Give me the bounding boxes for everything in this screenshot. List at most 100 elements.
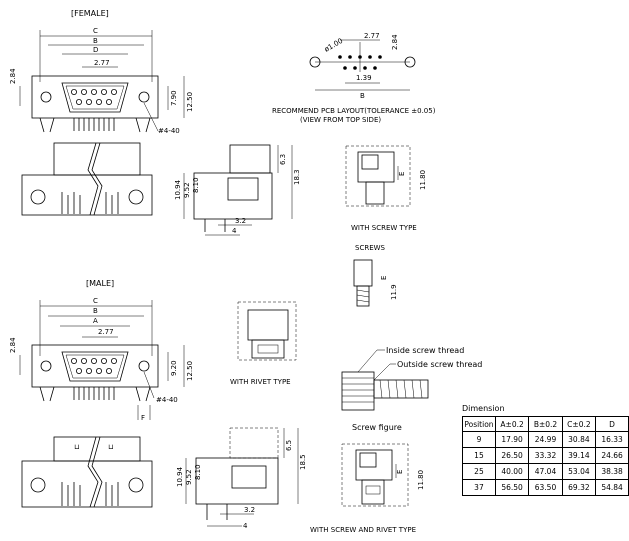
table-header-row: Position A±0.2 B±0.2 C±0.2 D [462, 416, 629, 432]
pcb-dim-b: B [360, 92, 365, 100]
screw-type-view: E 11.80 WITH SCREW TYPE [345, 145, 427, 232]
table-cell: 16.33 [595, 431, 629, 448]
table-cell: 33.32 [528, 447, 563, 464]
table-cell: 39.14 [561, 447, 597, 464]
table-cell: 9 [462, 431, 496, 448]
screws-outside-label: Outside screw thread [397, 360, 482, 369]
table-cell: 56.50 [494, 479, 530, 496]
table-cell: 17.90 [494, 431, 530, 448]
table-header: A±0.2 [494, 416, 530, 432]
screw-type-h: 11.80 [419, 170, 427, 190]
pcb-subtitle: (VIEW FROM TOP SIDE) [300, 116, 381, 124]
table-cell: 69.32 [561, 479, 597, 496]
male-bottom-mark-left: ⊔ [74, 443, 79, 451]
table-cell: 54.84 [595, 479, 629, 496]
female-side-view: 10.94 9.52 8.10 6.3 18.3 3.2 4 [174, 144, 301, 236]
female-dim-790: 7.90 [170, 90, 178, 106]
female-dim-b: B [93, 37, 98, 45]
female-dim-c: C [93, 27, 98, 35]
screw-type-label: WITH SCREW TYPE [351, 224, 417, 232]
screw-rivet-type-view: E 11.80 WITH SCREW AND RIVET TYPE [310, 443, 425, 534]
female-dim-284: 2.84 [9, 68, 17, 84]
screw-rivet-e: E [396, 470, 404, 474]
male-dim-284: 2.84 [9, 337, 17, 353]
table-cell: 30.84 [561, 431, 597, 448]
screws-detail: SCREWS E 11.9 Inside screw thread Outsid… [341, 244, 482, 432]
screws-h: 11.9 [390, 284, 398, 300]
male-side-view: 10.94 9.52 8.10 6.5 18.5 3.2 4 [176, 427, 307, 530]
male-side-65: 6.5 [285, 440, 293, 451]
table-cell: 26.50 [494, 447, 530, 464]
male-dim-pitch: 2.77 [98, 328, 114, 336]
rivet-type-label: WITH RIVET TYPE [230, 378, 291, 386]
pcb-dim-pitch: 2.77 [364, 32, 380, 40]
female-screw-label: #4-40 [158, 127, 180, 135]
male-side-810: 8.10 [194, 464, 202, 480]
male-side-1094: 10.94 [176, 466, 184, 487]
female-front-view: [FEMALE] C B D 2.77 2.84 7.90 [9, 9, 194, 135]
male-side-185: 18.5 [299, 454, 307, 470]
female-bottom-view [21, 142, 153, 216]
female-pin-holes [71, 89, 118, 106]
female-side-4: 4 [232, 227, 237, 235]
female-dim-1250: 12.50 [186, 92, 194, 112]
screws-figure-label: Screw figure [352, 423, 402, 432]
male-bottom-mark-right: ⊔ [108, 443, 113, 451]
female-side-810: 8.10 [192, 177, 200, 193]
table-cell: 47.04 [528, 463, 563, 480]
male-side-952: 9.52 [185, 469, 193, 485]
male-side-4: 4 [243, 522, 248, 530]
male-dim-b: B [93, 307, 98, 315]
table-header: C±0.2 [561, 416, 597, 432]
screws-title: SCREWS [355, 244, 386, 252]
screw-type-e: E [398, 172, 406, 176]
table-cell: 25 [462, 463, 496, 480]
screw-rivet-h: 11.80 [417, 470, 425, 490]
female-side-183: 18.3 [293, 169, 301, 185]
table-cell: 40.00 [494, 463, 530, 480]
male-dim-c: C [93, 297, 98, 305]
female-title: [FEMALE] [71, 9, 109, 18]
female-side-32: 3.2 [235, 217, 246, 225]
male-dim-a: A [93, 317, 98, 325]
screws-e: E [380, 276, 388, 280]
male-dim-f: F [141, 414, 145, 422]
male-front-view: [MALE] C B A 2.77 2.84 9.20 12.50 #4-40 [9, 279, 194, 422]
pcb-dim-row: 2.84 [391, 34, 399, 50]
pcb-dim-hole: ø1.00 [323, 37, 344, 54]
screw-rivet-label: WITH SCREW AND RIVET TYPE [310, 526, 416, 534]
female-dim-d: D [93, 46, 98, 54]
table-cell: 63.50 [528, 479, 563, 496]
table-header: B±0.2 [528, 416, 563, 432]
female-side-952: 9.52 [183, 182, 191, 198]
table-header: D [595, 416, 629, 432]
pcb-dim-offset: 1.39 [356, 74, 372, 82]
female-dim-pitch: 2.77 [94, 59, 110, 67]
table-cell: 24.99 [528, 431, 563, 448]
male-dim-920: 9.20 [170, 360, 178, 376]
screws-inside-label: Inside screw thread [386, 346, 464, 355]
female-side-63: 6.3 [279, 154, 287, 165]
male-side-32: 3.2 [244, 506, 255, 514]
male-screw-label: #4-40 [156, 396, 178, 404]
table-cell: 24.66 [595, 447, 629, 464]
pcb-layout: 2.77 ø1.00 2.84 1.39 B RECOMMEND PCB LAY… [272, 32, 436, 124]
male-bottom-view: ⊔ ⊔ [21, 436, 153, 508]
table-cell: 38.38 [595, 463, 629, 480]
male-pins [71, 357, 118, 374]
pcb-title: RECOMMEND PCB LAYOUT(TOLERANCE ±0.05) [272, 107, 436, 115]
male-title: [MALE] [86, 279, 114, 288]
table-cell: 37 [462, 479, 496, 496]
male-dim-1250: 12.50 [186, 361, 194, 381]
table-cell: 15 [462, 447, 496, 464]
female-side-1094: 10.94 [174, 179, 182, 200]
table-header: Position [462, 416, 496, 432]
table-cell: 53.04 [561, 463, 597, 480]
table-title: Dimension [462, 404, 505, 413]
